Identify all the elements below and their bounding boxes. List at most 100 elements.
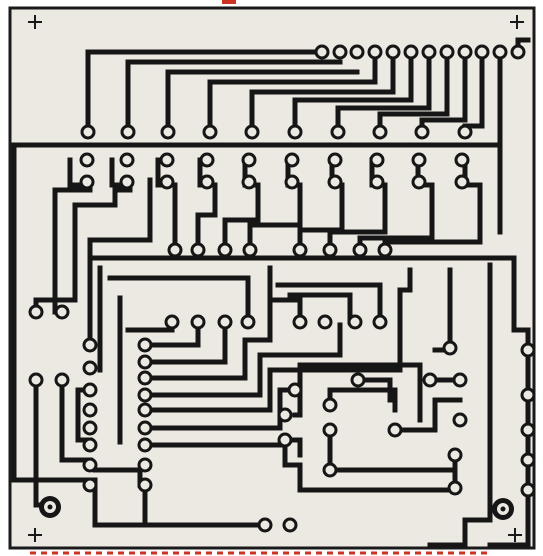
row1-pad-1: [80, 124, 96, 140]
row2-pad-b-2: [119, 174, 135, 190]
track-right-6: [392, 397, 463, 433]
track-right-3: [292, 362, 423, 423]
connector-pad-4: [367, 44, 383, 60]
mid-row-pad-3: [217, 314, 233, 330]
row2-pad-a-10: [454, 152, 470, 168]
row3-pad-3: [217, 242, 233, 258]
row2-pad-a-5: [241, 152, 257, 168]
track-left-a: [52, 187, 93, 315]
row2-pad-a-3: [159, 152, 175, 168]
registration-mark-bottom-right: [508, 528, 522, 542]
mid-row-pad-2: [190, 314, 206, 330]
right-block-pad-11: [447, 447, 463, 463]
row2-pad-b-7: [327, 174, 343, 190]
left-column-pad-2: [82, 360, 98, 376]
track-top-7: [335, 49, 432, 133]
row3-pad-5: [292, 242, 308, 258]
left-column-pad-8: [82, 477, 98, 493]
connector-pad-10: [474, 44, 490, 60]
left-column-pad-7: [82, 457, 98, 473]
center-column-pad-3: [137, 370, 153, 386]
row2-pad-b-6: [284, 174, 300, 190]
right-block-pad-2: [277, 407, 293, 423]
connector-pad-7: [421, 44, 437, 60]
top-edge-accent: [222, 0, 236, 4]
row1-pad-10: [457, 124, 473, 140]
right-block-pad-4: [322, 397, 338, 413]
bottom-pad-1: [257, 517, 273, 533]
row1-pad-4: [202, 124, 218, 140]
mid-row-pad-1: [164, 314, 180, 330]
left-pad-1: [28, 304, 44, 320]
row3-pad-8: [377, 242, 393, 258]
mounting-holes: [39, 496, 514, 520]
row1-pad-7: [330, 124, 346, 140]
row2-pad-a-6: [284, 152, 300, 168]
copper-tracks: [11, 37, 531, 548]
left-column-pad-3: [82, 382, 98, 398]
registration-mark-top-left: [28, 15, 42, 29]
track-mid-11: [142, 322, 343, 398]
solder-pads: [28, 44, 536, 533]
connector-pad-9: [457, 44, 473, 60]
center-column-pad-2: [137, 354, 153, 370]
row3-pad-4: [242, 242, 258, 258]
mid-row-pad-5: [292, 314, 308, 330]
track-top-1: [85, 49, 325, 133]
track-top-3: [165, 69, 360, 133]
connector-pad-12: [510, 44, 526, 60]
row1-pad-6: [287, 124, 303, 140]
track-mid-12: [142, 267, 413, 413]
right-block-pad-5: [322, 422, 338, 438]
connector-pad-1: [314, 44, 330, 60]
mid-row-pad-6: [317, 314, 333, 330]
right-block-pad-8: [422, 372, 438, 388]
center-column-pad-5: [137, 402, 153, 418]
left-pad-2: [54, 304, 70, 320]
row1-pad-9: [414, 124, 430, 140]
registration-mark-top-right: [510, 15, 524, 29]
row2-pad-b-10: [454, 174, 470, 190]
track-top-8: [377, 49, 450, 133]
center-column-pad-8: [137, 457, 153, 473]
row3-pad-2: [190, 242, 206, 258]
right-block-pad-12: [447, 480, 463, 496]
row1-pad-3: [160, 124, 176, 140]
track-right-2: [427, 262, 493, 548]
track-left-c: [87, 177, 153, 348]
lower-left-pad-1: [28, 372, 44, 388]
row2-pad-a-2: [119, 152, 135, 168]
left-column-pad-4: [82, 402, 98, 418]
connector-pad-8: [439, 44, 455, 60]
track-ll-2: [59, 377, 93, 463]
registration-mark-bottom-left: [28, 528, 42, 542]
track-mid-8: [142, 322, 201, 348]
right-block-pad-3: [277, 432, 293, 448]
track-mid-9: [142, 322, 228, 365]
row2-pad-b-9: [411, 174, 427, 190]
track-top-6: [292, 49, 414, 133]
left-column-pad-5: [82, 420, 98, 436]
track-left-b: [33, 187, 133, 315]
lower-left-pad-2: [54, 372, 70, 388]
row3-pad-1: [167, 242, 183, 258]
row3-pad-7: [352, 242, 368, 258]
row2-pad-b-8: [369, 174, 385, 190]
mid-row-pad-8: [372, 314, 388, 330]
row2-pad-a-9: [411, 152, 427, 168]
registration-marks: [28, 15, 524, 542]
bottom-pad-2: [282, 517, 298, 533]
track-mid-10: [142, 282, 273, 381]
row2-pad-a-1: [79, 152, 95, 168]
connector-pad-3: [349, 44, 365, 60]
right-block-pad-1: [287, 382, 303, 398]
row2-pad-b-5: [241, 174, 257, 190]
row2-pad-a-4: [199, 152, 215, 168]
row1-pad-8: [372, 124, 388, 140]
right-block-pad-13: [322, 462, 338, 478]
center-column-pad-7: [137, 437, 153, 453]
right-block-pad-6: [350, 372, 366, 388]
row2-pad-b-4: [199, 174, 215, 190]
